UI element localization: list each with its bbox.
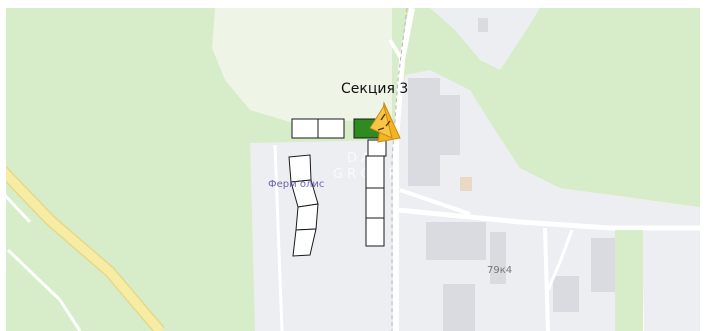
house-number-label: 79к4 xyxy=(487,265,513,276)
building-small xyxy=(460,177,472,191)
open-field xyxy=(212,8,392,122)
road xyxy=(399,188,471,216)
building xyxy=(490,232,506,284)
section-label: Секция 3 xyxy=(341,81,409,97)
frame-left xyxy=(0,0,6,331)
poi-label[interactable]: Ферм олис xyxy=(268,179,325,190)
watermark: D A xyxy=(347,151,370,166)
building xyxy=(408,78,440,186)
frame-top xyxy=(0,0,707,8)
section-block[interactable] xyxy=(292,228,317,257)
section-block[interactable] xyxy=(365,155,385,189)
section-block[interactable] xyxy=(291,118,319,139)
section-block[interactable] xyxy=(365,187,385,219)
complex-marker-icon[interactable] xyxy=(369,101,401,143)
road-vertical xyxy=(393,7,415,331)
building xyxy=(443,284,475,331)
section-block[interactable] xyxy=(367,139,387,157)
road-east xyxy=(397,207,707,231)
road xyxy=(388,38,404,62)
road xyxy=(6,248,82,331)
section-block[interactable] xyxy=(295,203,319,231)
building xyxy=(426,222,486,260)
road xyxy=(546,229,574,291)
watermark: G R O U P xyxy=(333,167,396,182)
building-small xyxy=(478,18,488,32)
building xyxy=(553,276,579,312)
section-block[interactable] xyxy=(365,217,385,247)
frame-right xyxy=(700,0,707,331)
road xyxy=(273,144,284,331)
building xyxy=(440,95,460,155)
road xyxy=(543,227,550,331)
green-area xyxy=(615,230,643,331)
railway xyxy=(391,7,408,331)
urban-area-north xyxy=(430,8,540,70)
section-block[interactable] xyxy=(288,154,312,183)
highway xyxy=(0,164,164,331)
section-block[interactable] xyxy=(317,118,345,139)
